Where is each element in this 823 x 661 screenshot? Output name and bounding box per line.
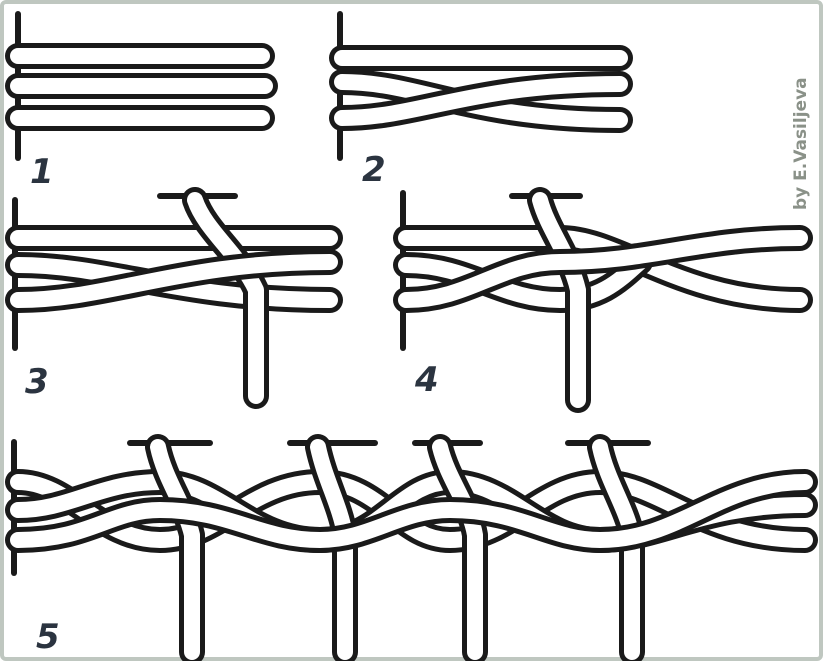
step-4-number: 4: [414, 360, 439, 400]
step-2-number: 2: [362, 150, 386, 190]
author-credit: by E.Vasiljeva: [791, 77, 811, 210]
step-1-number: 1: [30, 152, 54, 192]
step-3-number: 3: [25, 362, 49, 402]
step-5-number: 5: [36, 617, 60, 657]
